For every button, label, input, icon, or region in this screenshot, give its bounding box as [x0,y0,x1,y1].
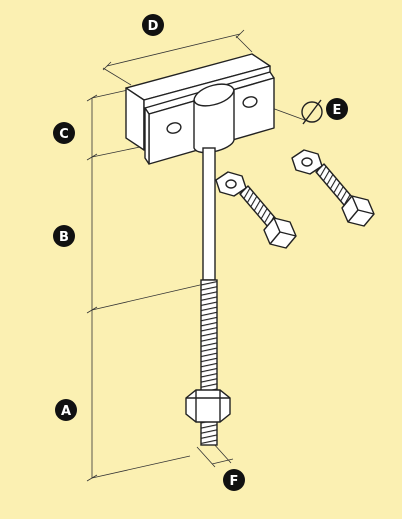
label-a: A [55,399,77,421]
label-e-text: E [333,103,342,118]
mounting-hole-left [166,122,182,134]
hex-bolt-right [291,149,375,227]
front-plate-side [144,107,150,165]
dimension-lines [86,29,311,482]
ext-line-b-bottom [91,284,201,311]
badge-a [55,399,77,421]
threaded-rod [185,147,231,446]
hex-bolt-left [215,171,297,249]
rod-nut [185,389,231,423]
label-f: F [223,469,245,491]
dimension-d-line [106,33,241,67]
badge-f [223,469,245,491]
saddle-clamp [193,83,235,154]
label-d: D [142,14,164,36]
label-b-text: B [59,230,69,245]
label-c: C [53,122,75,144]
ext-line-d-right [235,35,253,53]
clamp-bracket [125,53,275,165]
rod-plain-shank [202,147,216,281]
ext-line-c-bottom [91,146,141,158]
label-a-text: A [61,404,71,419]
ext-line-a-bottom [91,455,191,479]
label-e: E [301,98,348,125]
label-f-text: F [230,474,239,489]
label-d-text: D [148,19,159,34]
badge-d [142,14,164,36]
ext-line-top [91,89,129,99]
badge-b [53,225,75,247]
label-b: B [53,225,75,247]
label-c-text: C [59,127,69,142]
diameter-symbol [301,101,323,123]
ext-line-f-right [212,442,232,464]
mounting-hole-right [242,96,258,108]
ext-line-d-left [102,67,132,86]
badge-c [53,122,75,144]
badge-e [326,98,348,120]
